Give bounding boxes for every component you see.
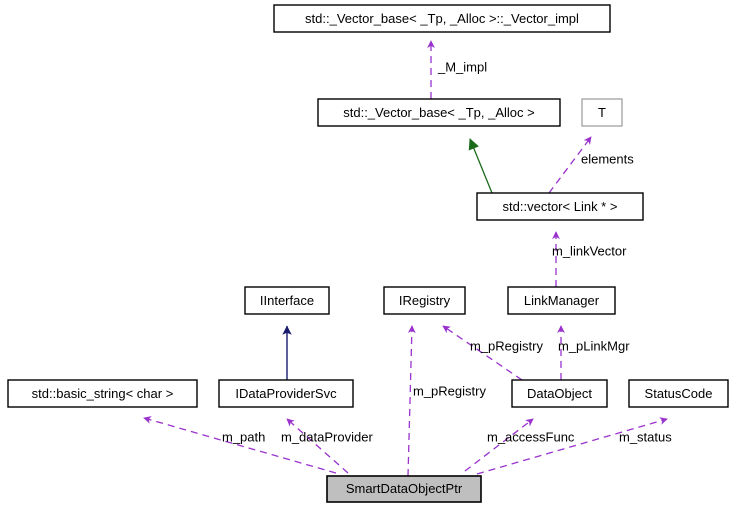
node-iregistry[interactable]: IRegistry bbox=[383, 286, 466, 315]
node-label-statuscode: StatusCode bbox=[645, 386, 713, 401]
node-label-linkmanager: LinkManager bbox=[524, 293, 600, 308]
edge-label-m-path: m_path bbox=[222, 429, 265, 444]
node-label-iregistry: IRegistry bbox=[399, 293, 451, 308]
edge-vector-inheritance bbox=[468, 138, 493, 194]
node-label-vector-base: std::_Vector_base< _Tp, _Alloc > bbox=[343, 105, 535, 120]
node-label-t-param: T bbox=[598, 105, 606, 120]
node-idataprovidersvc[interactable]: IDataProviderSvc bbox=[218, 379, 354, 408]
node-statuscode[interactable]: StatusCode bbox=[628, 379, 729, 408]
edge-label-m-accessfunc: m_accessFunc bbox=[487, 429, 575, 444]
edge-label-m-status: m_status bbox=[619, 429, 672, 444]
edge-label-m-linkvector: m_linkVector bbox=[552, 243, 627, 258]
node-smartdataobjectptr[interactable]: SmartDataObjectPtr bbox=[326, 475, 482, 503]
node-label-vector-impl: std::_Vector_base< _Tp, _Alloc >::_Vecto… bbox=[305, 11, 579, 26]
node-t-param[interactable]: T bbox=[581, 98, 623, 127]
node-label-basic-string: std::basic_string< char > bbox=[32, 386, 174, 401]
edge-smartptr-status bbox=[476, 417, 668, 475]
node-vector-impl[interactable]: std::_Vector_base< _Tp, _Alloc >::_Vecto… bbox=[273, 4, 611, 33]
edge-label-m-impl: _M_impl bbox=[437, 59, 487, 74]
edge-label-elements: elements bbox=[581, 151, 634, 166]
node-label-idataprovidersvc: IDataProviderSvc bbox=[235, 386, 337, 401]
edge-label-m-pregistry-dataobject: m_pRegistry bbox=[470, 338, 543, 353]
node-label-smartdataobjectptr: SmartDataObjectPtr bbox=[346, 481, 463, 496]
node-label-dataobject: DataObject bbox=[527, 386, 592, 401]
edge-smartptr-path bbox=[143, 416, 337, 474]
edge-smartptr-registry bbox=[407, 325, 416, 477]
edge-label-m-plinkmgr: m_pLinkMgr bbox=[558, 338, 630, 353]
node-label-vector-link: std::vector< Link * > bbox=[503, 199, 618, 214]
edge-label-m-pregistry-smartptr: m_pRegistry bbox=[413, 383, 486, 398]
node-label-iinterface: IInterface bbox=[260, 293, 314, 308]
node-dataobject[interactable]: DataObject bbox=[511, 379, 608, 408]
node-iinterface[interactable]: IInterface bbox=[244, 286, 330, 315]
edge-label-m-dataprovider: m_dataProvider bbox=[281, 429, 373, 444]
edge-smartptr-dataprovider bbox=[286, 418, 349, 474]
edge-smartptr-accessfunc bbox=[464, 418, 534, 472]
node-linkmanager[interactable]: LinkManager bbox=[507, 286, 616, 315]
edge-dataobject-registry bbox=[442, 325, 523, 381]
node-vector-base[interactable]: std::_Vector_base< _Tp, _Alloc > bbox=[317, 98, 561, 127]
node-vector-link[interactable]: std::vector< Link * > bbox=[476, 192, 644, 221]
node-basic-string[interactable]: std::basic_string< char > bbox=[7, 379, 198, 408]
